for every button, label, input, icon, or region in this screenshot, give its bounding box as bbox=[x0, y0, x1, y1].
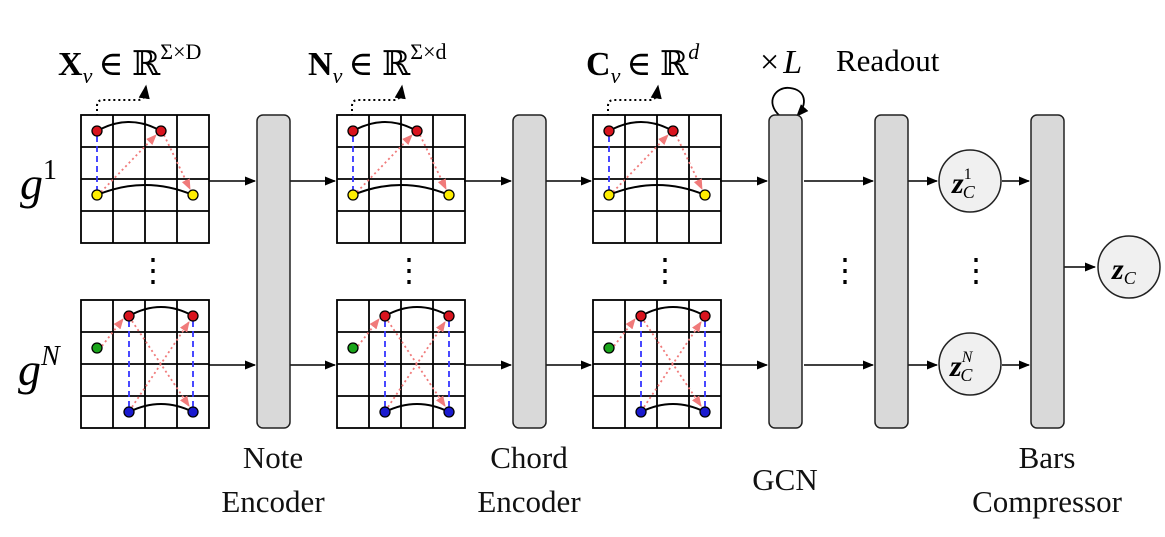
note-node-red bbox=[155, 125, 167, 137]
note-node-red bbox=[699, 310, 711, 322]
ellipsis-grid2: ⋮ bbox=[393, 252, 425, 288]
onset-edge bbox=[352, 121, 418, 132]
consecutive-edge bbox=[612, 134, 669, 193]
note-node-blue bbox=[635, 406, 647, 418]
note-node-blue bbox=[699, 406, 711, 418]
c-feature-formula: Cv∈ ℝd bbox=[586, 39, 700, 88]
chord-encoder-label-line2: Encoder bbox=[477, 484, 581, 519]
note-node-red bbox=[635, 310, 647, 322]
consecutive-edge bbox=[613, 318, 636, 347]
ellipsis-grid1: ⋮ bbox=[137, 252, 169, 288]
onset-edge bbox=[96, 121, 162, 132]
note-node-yellow bbox=[603, 189, 615, 201]
note-node-green bbox=[91, 342, 103, 354]
onset-edge bbox=[352, 184, 450, 196]
note-node-blue bbox=[379, 406, 391, 418]
consecutive-edge bbox=[643, 321, 702, 408]
consecutive-edge bbox=[357, 318, 380, 347]
bars-compressor-label-line1: Bars bbox=[1019, 440, 1076, 475]
note-node-red bbox=[123, 310, 135, 322]
note-node-yellow bbox=[91, 189, 103, 201]
latent-circle-bottom bbox=[938, 332, 1002, 396]
note-node-yellow bbox=[443, 189, 455, 201]
bars-compressor-label-line2: Compressor bbox=[972, 484, 1123, 519]
consecutive-edge bbox=[387, 321, 446, 408]
note-encoder-label-line2: Encoder bbox=[221, 484, 325, 519]
chord-encoder-block bbox=[512, 114, 547, 429]
note-node-red bbox=[411, 125, 423, 137]
graph-label-bottom: gN bbox=[18, 341, 61, 395]
onset-edge bbox=[384, 306, 450, 317]
graph-top-input bbox=[80, 114, 210, 244]
onset-edge bbox=[640, 306, 706, 317]
note-node-red bbox=[347, 125, 359, 137]
readout-label: Readout bbox=[836, 43, 940, 78]
x-feature-formula: Xv∈ ℝΣ×D bbox=[58, 39, 201, 88]
bars-compressor-block bbox=[1030, 114, 1065, 429]
gcn-label: GCN bbox=[752, 462, 817, 497]
graph-top-note bbox=[336, 114, 466, 244]
consecutive-edge bbox=[131, 321, 190, 408]
consecutive-edge bbox=[387, 320, 446, 407]
onset-edge bbox=[128, 306, 194, 317]
latent-label-final: zC bbox=[1111, 253, 1137, 288]
onset-edge bbox=[608, 184, 706, 196]
n-feature-formula: Nv∈ ℝΣ×d bbox=[308, 39, 446, 88]
note-node-green bbox=[603, 342, 615, 354]
note-node-red bbox=[603, 125, 615, 137]
note-node-red bbox=[443, 310, 455, 322]
pointer-arrow-x bbox=[96, 84, 150, 126]
note-node-red bbox=[91, 125, 103, 137]
note-encoder-label-line1: Note bbox=[243, 440, 303, 475]
note-node-red bbox=[667, 125, 679, 137]
graph-label-top: g1 bbox=[20, 155, 57, 209]
consecutive-edge bbox=[100, 134, 157, 193]
note-node-blue bbox=[187, 406, 199, 418]
note-node-red bbox=[187, 310, 199, 322]
latent-circle-top bbox=[938, 149, 1002, 213]
note-node-red bbox=[379, 310, 391, 322]
graph-bottom-note bbox=[336, 299, 466, 429]
graph-top-chord bbox=[592, 114, 722, 244]
onset-edge bbox=[608, 121, 674, 132]
note-node-yellow bbox=[347, 189, 359, 201]
note-encoder-block bbox=[256, 114, 291, 429]
chord-encoder-label-line1: Chord bbox=[490, 440, 568, 475]
gcn-loop-arrow bbox=[771, 87, 809, 117]
graph-bottom-input bbox=[80, 299, 210, 429]
onset-edge bbox=[96, 184, 194, 196]
ellipsis-latent: ⋮ bbox=[960, 252, 992, 288]
onset-edge bbox=[384, 403, 450, 413]
onset-edge bbox=[128, 403, 194, 413]
note-node-yellow bbox=[699, 189, 711, 201]
onset-edge bbox=[640, 403, 706, 413]
note-node-yellow bbox=[187, 189, 199, 201]
note-node-green bbox=[347, 342, 359, 354]
note-node-blue bbox=[443, 406, 455, 418]
ellipsis-readout: ⋮ bbox=[829, 252, 861, 288]
consecutive-edge bbox=[131, 320, 190, 407]
note-node-blue bbox=[123, 406, 135, 418]
ellipsis-grid3: ⋮ bbox=[649, 252, 681, 288]
loop-formula: ×L bbox=[760, 44, 802, 81]
latent-circle-final bbox=[1097, 235, 1161, 299]
consecutive-edge bbox=[643, 320, 702, 407]
readout-block bbox=[874, 114, 909, 429]
graph-bottom-chord bbox=[592, 299, 722, 429]
consecutive-edge bbox=[101, 318, 124, 347]
consecutive-edge bbox=[356, 134, 413, 193]
gcn-block bbox=[768, 114, 803, 429]
